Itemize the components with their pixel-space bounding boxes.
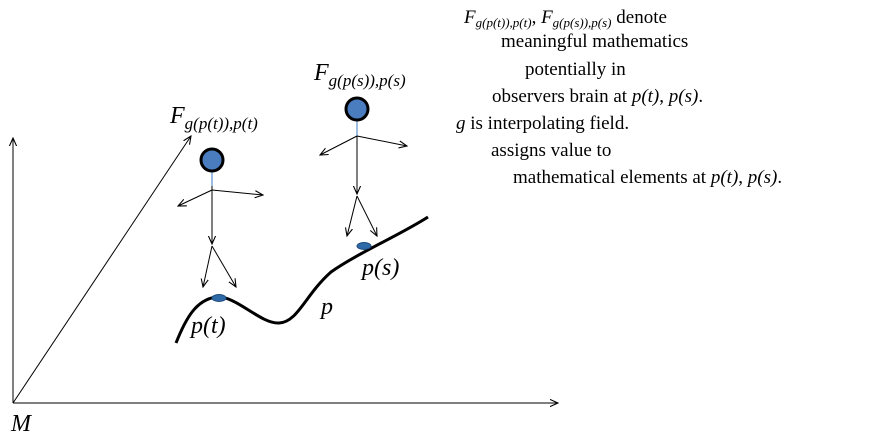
description-block: Fg(p(t)),p(t), Fg(p(s)),p(s) denote mean… — [456, 7, 782, 188]
observer-figure-t — [178, 147, 263, 287]
field-label-s: Fg(p(s)),p(s) — [313, 60, 406, 90]
point-marker-s — [356, 242, 372, 250]
description-line-2: meaningful mathematics — [501, 31, 688, 52]
curve-p — [174, 215, 429, 344]
description-line-4: observers brain at p(t), p(s). — [492, 86, 703, 107]
point-label-t: p(t) — [189, 313, 226, 339]
description-line-7: mathematical elements at p(t), p(s). — [513, 167, 782, 188]
curve-label-p: p — [319, 294, 333, 320]
description-line-6: assigns value to — [491, 140, 611, 161]
description-line-1: Fg(p(t)),p(t), Fg(p(s)),p(s) denote — [463, 7, 667, 30]
point-marker-t — [211, 294, 227, 302]
observer-head-t — [199, 147, 225, 173]
field-label-t: Fg(p(t)),p(t) — [169, 103, 258, 133]
description-line-5: g is interpolating field. — [456, 113, 629, 134]
space-label-m: M — [10, 411, 33, 437]
observer-figure-s — [320, 96, 407, 236]
point-label-s: p(s) — [360, 255, 399, 281]
description-line-3: potentially in — [525, 59, 626, 80]
observer-head-s — [344, 96, 370, 122]
diagonal-axis — [12, 136, 191, 404]
